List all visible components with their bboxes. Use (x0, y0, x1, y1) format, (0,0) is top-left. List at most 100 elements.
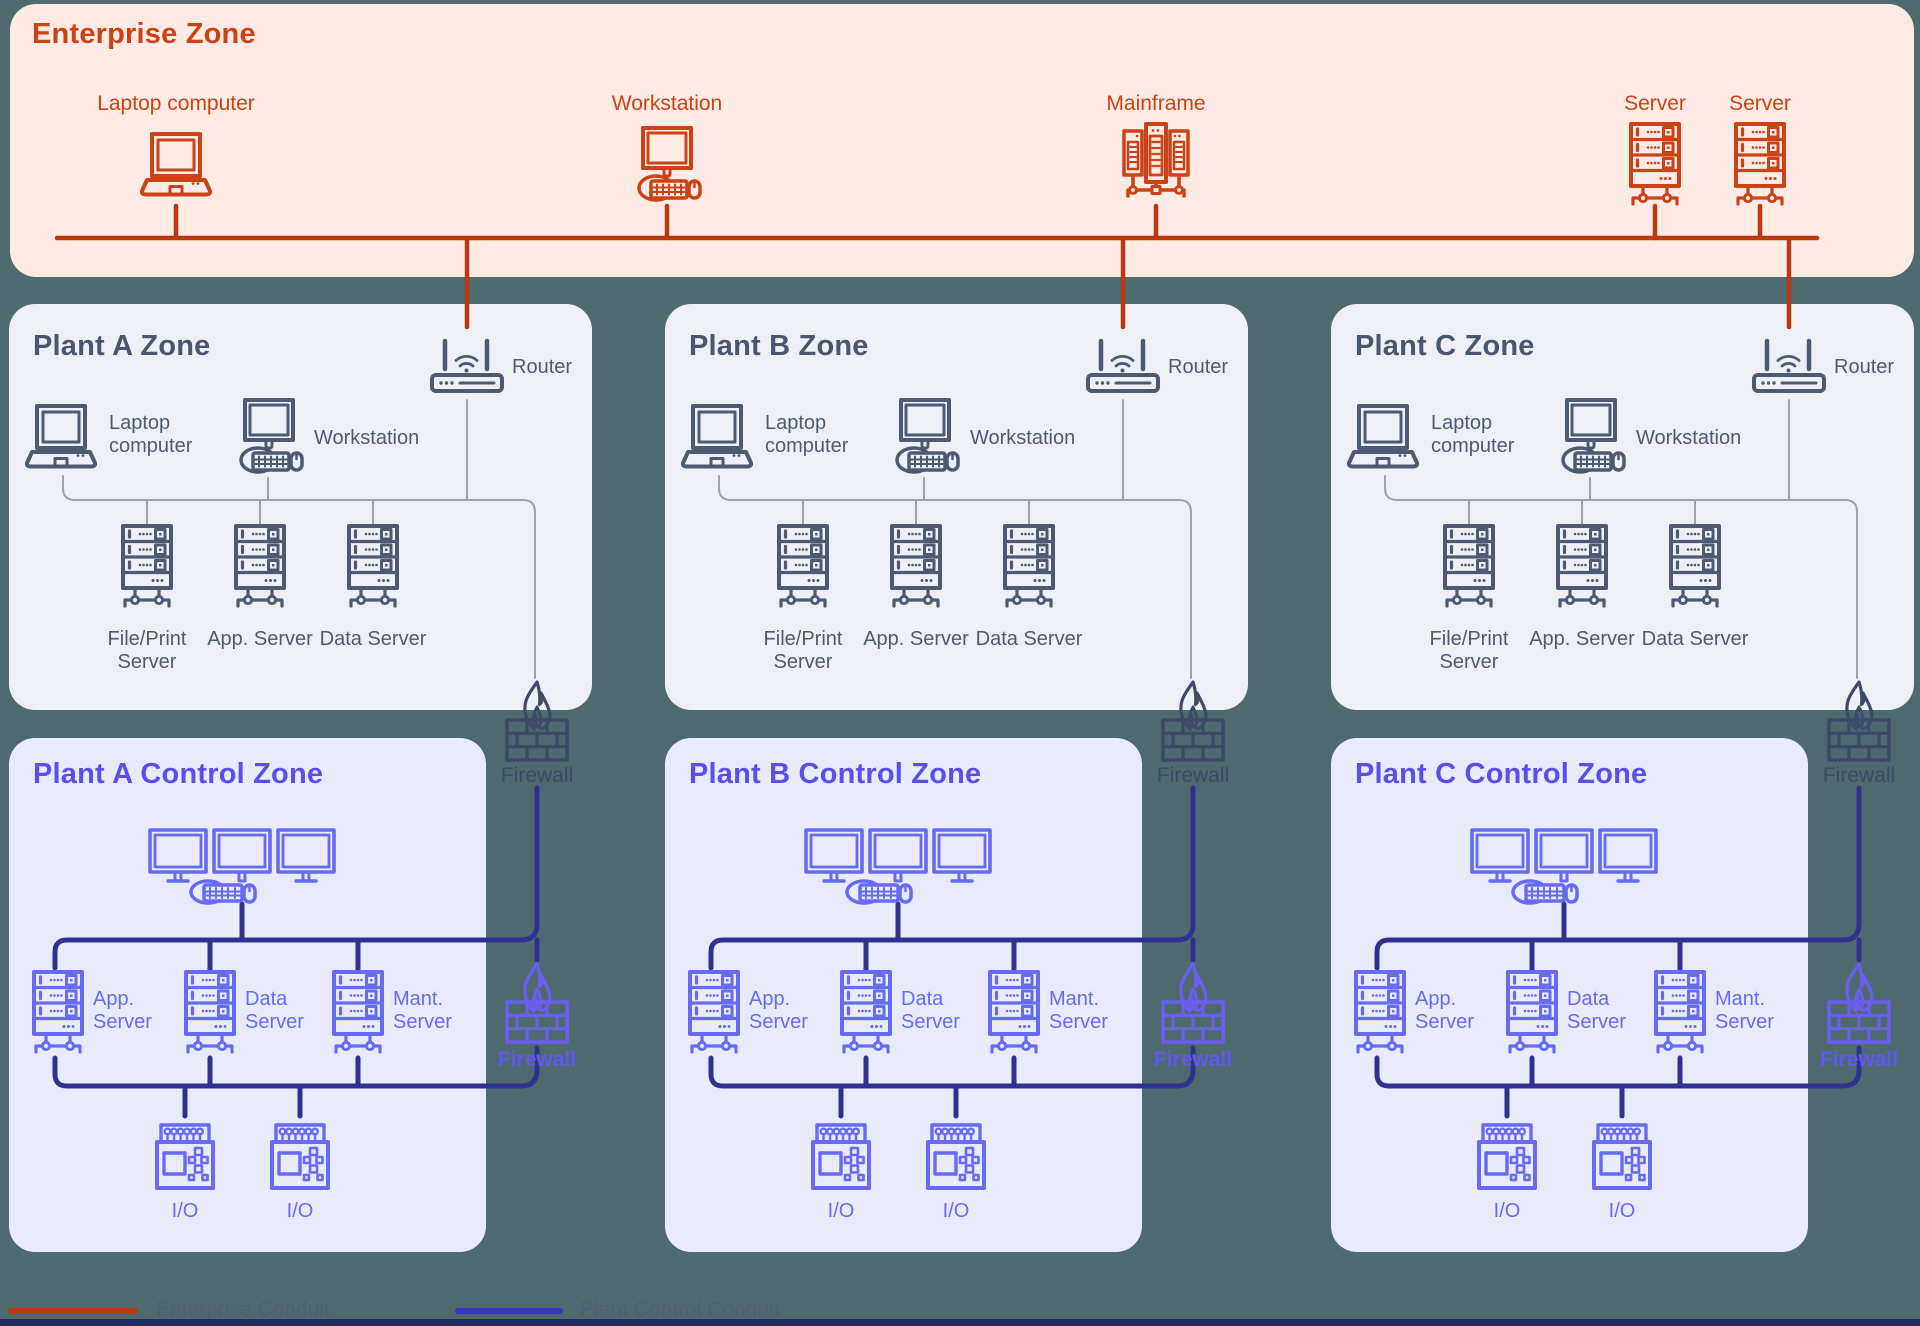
plant-a-control-zone-title: Plant A Control Zone (33, 758, 324, 790)
mant-server-label: Mant. Server (393, 988, 452, 1034)
data-server-icon (1504, 968, 1560, 1060)
file-print-server-label: File/Print Server (107, 628, 187, 674)
io-module-icon (1589, 1122, 1655, 1194)
firewall-icon (1157, 962, 1229, 1046)
mant-server-label: Mant. Server (1049, 988, 1108, 1034)
laptop-icon (1341, 404, 1425, 478)
mainframe-label: Mainframe (1106, 92, 1206, 115)
plant-c-control-zone-card (1331, 738, 1808, 1252)
firewall-label: Firewall (497, 1048, 577, 1071)
plant-b-control-zone-title: Plant B Control Zone (689, 758, 982, 790)
data-server-label: Data Server (975, 628, 1083, 650)
bottom-bar (0, 1319, 1920, 1326)
data-server-label: Data Server (901, 988, 960, 1034)
plant-a-control-zone-card (9, 738, 486, 1252)
app-server-icon (232, 522, 288, 614)
file-print-server-label: File/Print Server (763, 628, 843, 674)
io-label: I/O (171, 1200, 199, 1222)
server-icon (1627, 120, 1683, 212)
io-label: I/O (827, 1200, 855, 1222)
workstation-icon (628, 126, 706, 206)
plant-b-zone-card (665, 304, 1248, 710)
router-label: Router (512, 356, 573, 378)
file-print-server-icon (1441, 522, 1497, 614)
operator-workstation-icon (1470, 828, 1658, 910)
plant-b-control-zone-card (665, 738, 1142, 1252)
plant-c-zone-title: Plant C Zone (1355, 330, 1535, 362)
laptop-label: Laptop computer (765, 412, 849, 458)
data-server-icon (1667, 522, 1723, 614)
enterprise-zone-title: Enterprise Zone (32, 18, 256, 50)
router-icon (428, 336, 506, 398)
file-print-server-icon (119, 522, 175, 614)
app-server-label: App. Server (1415, 988, 1474, 1034)
laptop-label: Laptop computer (109, 412, 193, 458)
mant-server-icon (986, 968, 1042, 1060)
file-print-server-icon (775, 522, 831, 614)
router-label: Router (1834, 356, 1895, 378)
firewall-label: Firewall (500, 764, 574, 787)
data-server-label: Data Server (1567, 988, 1626, 1034)
workstation-icon (230, 398, 308, 478)
router-icon (1084, 336, 1162, 398)
server-icon (1732, 120, 1788, 212)
laptop-label: Laptop computer (97, 92, 255, 115)
plant-c-zone-card (1331, 304, 1914, 710)
laptop-icon (134, 132, 218, 206)
enterprise-conduit-label: Enterprise Conduit (156, 1298, 330, 1321)
plant-b-zone-title: Plant B Zone (689, 330, 869, 362)
mant-server-label: Mant. Server (1715, 988, 1774, 1034)
app-server-icon (888, 522, 944, 614)
server-1-label: Server (1624, 92, 1686, 115)
firewall-icon (501, 962, 573, 1046)
app-server-icon (30, 968, 86, 1060)
workstation-label: Workstation (314, 427, 420, 449)
app-server-label: App. Server (1529, 628, 1635, 650)
mant-server-icon (330, 968, 386, 1060)
laptop-label: Laptop computer (1431, 412, 1515, 458)
data-server-label: Data Server (245, 988, 304, 1034)
io-module-icon (923, 1122, 989, 1194)
app-server-label: App. Server (863, 628, 969, 650)
workstation-icon (886, 398, 964, 478)
plant-control-conduit-swatch (455, 1308, 563, 1314)
data-server-icon (182, 968, 238, 1060)
app-server-label: App. Server (93, 988, 152, 1034)
operator-workstation-icon (148, 828, 336, 910)
plant-a-zone-title: Plant A Zone (33, 330, 211, 362)
data-server-icon (345, 522, 401, 614)
operator-workstation-icon (804, 828, 992, 910)
workstation-icon (1552, 398, 1630, 478)
mainframe-icon (1116, 122, 1196, 206)
plant-a-zone-card (9, 304, 592, 710)
io-label: I/O (286, 1200, 314, 1222)
app-server-icon (1554, 522, 1610, 614)
io-module-icon (1474, 1122, 1540, 1194)
firewall-icon (1823, 962, 1895, 1046)
data-server-label: Data Server (1641, 628, 1749, 650)
firewall-icon (1157, 680, 1229, 764)
app-server-icon (1352, 968, 1408, 1060)
app-server-label: App. Server (207, 628, 313, 650)
firewall-icon (1823, 680, 1895, 764)
workstation-label: Workstation (970, 427, 1076, 449)
firewall-label: Firewall (1819, 1048, 1899, 1071)
firewall-icon (501, 680, 573, 764)
laptop-icon (19, 404, 103, 478)
io-module-icon (267, 1122, 333, 1194)
io-module-icon (808, 1122, 874, 1194)
data-server-icon (838, 968, 894, 1060)
data-server-icon (1001, 522, 1057, 614)
io-label: I/O (1493, 1200, 1521, 1222)
workstation-label: Workstation (1636, 427, 1742, 449)
router-label: Router (1168, 356, 1229, 378)
io-label: I/O (1608, 1200, 1636, 1222)
app-server-icon (686, 968, 742, 1060)
file-print-server-label: File/Print Server (1429, 628, 1509, 674)
data-server-label: Data Server (319, 628, 427, 650)
server-2-label: Server (1729, 92, 1791, 115)
laptop-icon (675, 404, 759, 478)
enterprise-conduit-swatch (8, 1308, 138, 1314)
